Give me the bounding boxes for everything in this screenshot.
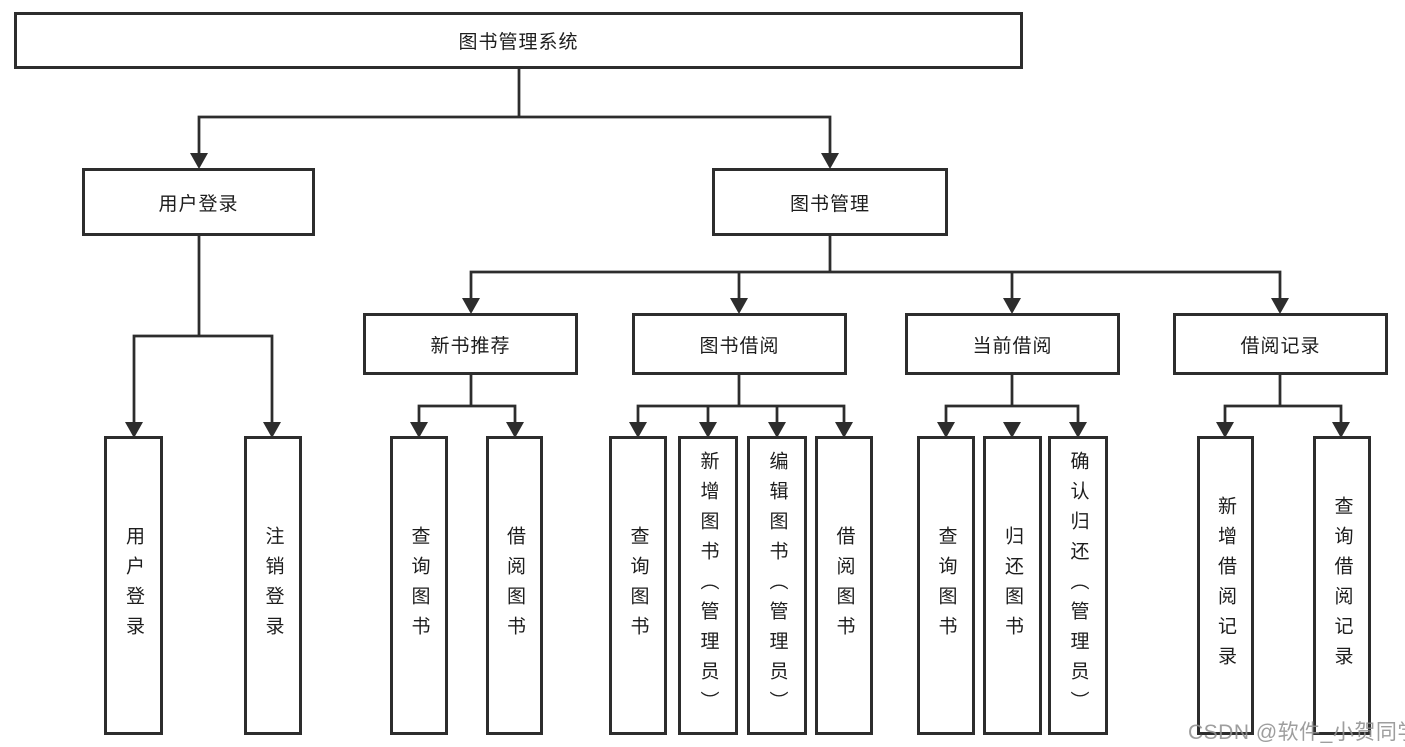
leaf-label: 借阅图书	[833, 525, 855, 646]
leaf-logout: 注销登录	[244, 436, 302, 735]
leaf-query-books-recommend: 查询图书	[390, 436, 448, 735]
leaf-query-books-current: 查询图书	[917, 436, 975, 735]
leaf-label: 查询图书	[408, 525, 430, 646]
leaf-label: 确认归还（管理员）	[1067, 450, 1089, 721]
leaf-borrow-books-borrowing: 借阅图书	[815, 436, 873, 735]
leaf-add-books-admin: 新增图书（管理员）	[678, 436, 738, 735]
leaf-label: 新增图书（管理员）	[697, 450, 719, 721]
leaf-add-borrow-record: 新增借阅记录	[1197, 436, 1254, 735]
arrowheads	[125, 153, 1350, 438]
node-current-borrowing: 当前借阅	[905, 313, 1120, 375]
leaf-confirm-return-admin: 确认归还（管理员）	[1048, 436, 1108, 735]
node-new-book-recommend: 新书推荐	[363, 313, 578, 375]
node-root-system: 图书管理系统	[14, 12, 1023, 69]
leaf-edit-books-admin: 编辑图书（管理员）	[747, 436, 807, 735]
leaf-borrow-books-recommend: 借阅图书	[486, 436, 543, 735]
leaf-query-books-borrowing: 查询图书	[609, 436, 667, 735]
csdn-watermark: CSDN @软件_小贺同学	[1188, 721, 1405, 744]
leaf-user-login: 用户登录	[104, 436, 163, 735]
leaf-label: 编辑图书（管理员）	[766, 450, 788, 721]
leaf-label: 新增借阅记录	[1215, 495, 1236, 676]
leaf-label: 查询图书	[627, 525, 649, 646]
leaf-label: 查询借阅记录	[1331, 495, 1353, 676]
leaf-label: 注销登录	[262, 525, 284, 646]
leaf-label: 用户登录	[123, 525, 144, 646]
node-book-management: 图书管理	[712, 168, 948, 236]
leaf-label: 查询图书	[935, 525, 957, 646]
node-user-login: 用户登录	[82, 168, 315, 236]
node-borrowing-records: 借阅记录	[1173, 313, 1388, 375]
node-book-borrowing: 图书借阅	[632, 313, 847, 375]
leaf-return-books: 归还图书	[983, 436, 1042, 735]
leaf-label: 归还图书	[1002, 525, 1023, 646]
leaf-query-borrow-record: 查询借阅记录	[1313, 436, 1371, 735]
leaf-label: 借阅图书	[504, 525, 525, 646]
